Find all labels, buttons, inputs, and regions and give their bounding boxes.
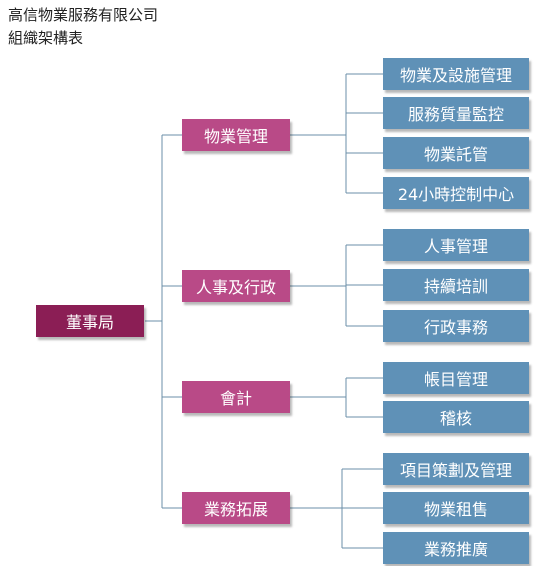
department-accounting: 會計 xyxy=(182,381,290,413)
department-hr-admin: 人事及行政 xyxy=(182,270,290,302)
board-of-directors-box: 董事局 xyxy=(36,305,144,337)
unit-administrative-affairs: 行政事務 xyxy=(383,310,529,342)
chart-title: 組織架構表 xyxy=(8,29,84,47)
company-name: 高信物業服務有限公司 xyxy=(8,6,159,24)
unit-personnel-management: 人事管理 xyxy=(383,229,529,261)
unit-service-quality-monitoring: 服務質量監控 xyxy=(383,97,529,129)
unit-24h-control-center: 24小時控制中心 xyxy=(383,177,529,209)
unit-project-planning-management: 項目策劃及管理 xyxy=(383,453,529,485)
unit-property-leasing-sales: 物業租售 xyxy=(383,492,529,524)
unit-property-custody: 物業託管 xyxy=(383,137,529,169)
unit-continuous-training: 持續培訓 xyxy=(383,269,529,301)
department-property-management: 物業管理 xyxy=(182,119,290,151)
department-business-development: 業務拓展 xyxy=(182,492,290,524)
unit-account-management: 帳目管理 xyxy=(383,362,529,394)
unit-business-promotion: 業務推廣 xyxy=(383,532,529,564)
unit-audit: 稽核 xyxy=(383,401,529,433)
unit-property-facility-management: 物業及設施管理 xyxy=(383,58,529,90)
